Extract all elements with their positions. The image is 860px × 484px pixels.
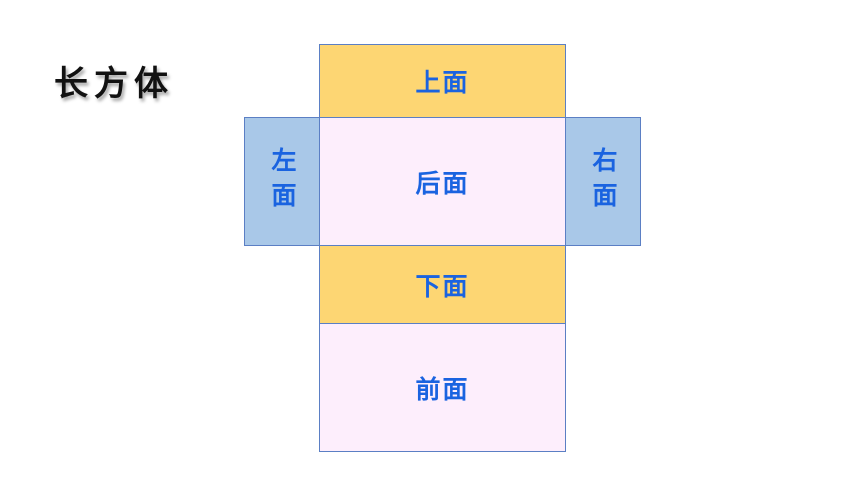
top-face: 上面	[319, 44, 566, 118]
page-title: 长方体	[54, 64, 174, 104]
front-face-label: 前面	[415, 374, 470, 404]
left-face: 左面	[244, 117, 320, 246]
right-face: 右面	[565, 117, 641, 246]
front-face: 前面	[319, 323, 566, 452]
bottom-face-label: 下面	[415, 271, 470, 301]
left-face-label: 左面	[268, 146, 297, 217]
back-face: 后面	[319, 117, 566, 246]
right-face-label: 右面	[589, 146, 618, 217]
top-face-label: 上面	[415, 68, 470, 97]
bottom-face: 下面	[319, 245, 566, 324]
back-face-label: 后面	[415, 168, 470, 198]
